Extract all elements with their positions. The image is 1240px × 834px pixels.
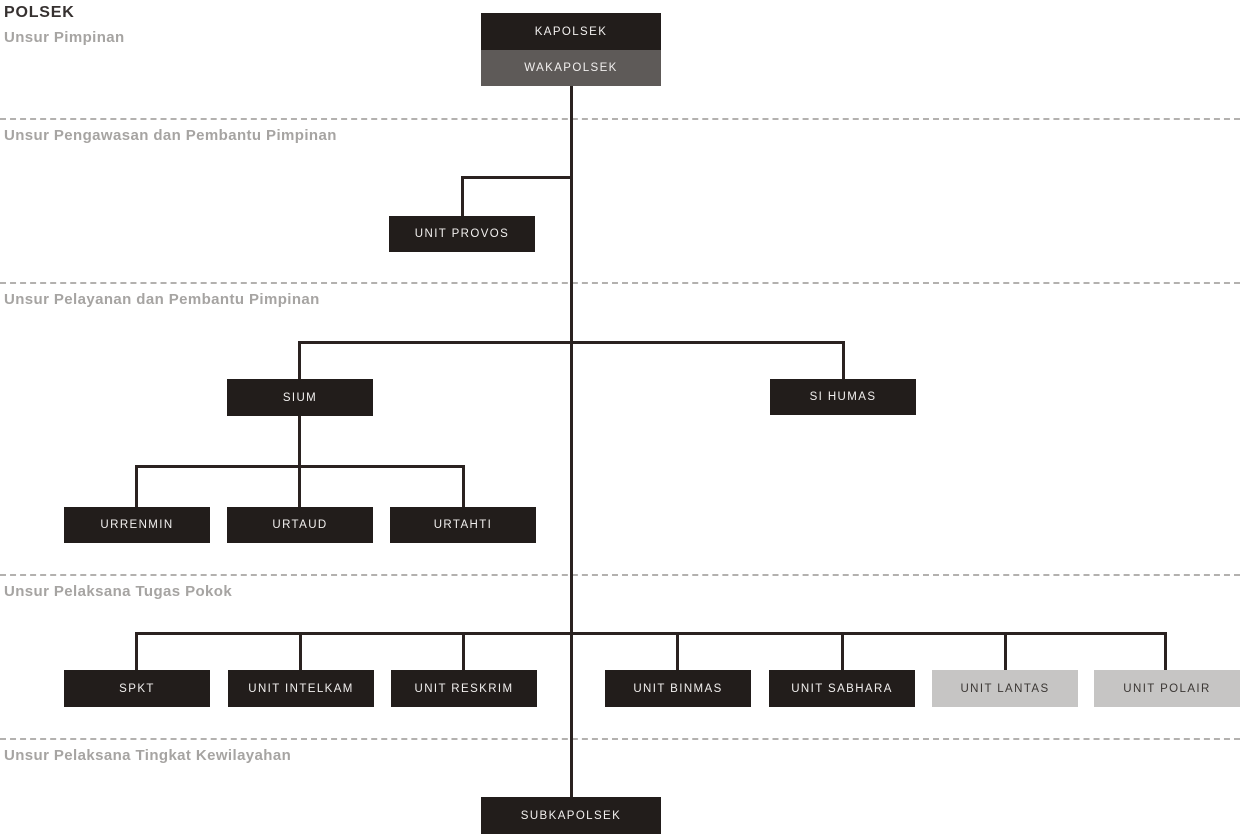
section-header-unsur-pelaksana-kewilayahan: Unsur Pelaksana Tingkat Kewilayahan xyxy=(4,747,292,764)
section-divider-2 xyxy=(0,282,1240,284)
connector-sabhara-drop xyxy=(841,632,844,670)
section-divider-3 xyxy=(0,574,1240,576)
connector-polair-drop xyxy=(1164,632,1167,670)
connector-sihumas-drop xyxy=(842,341,845,379)
connector-spkt-drop xyxy=(135,632,138,670)
node-unit-polair: UNIT POLAIR xyxy=(1094,670,1240,707)
node-unit-sabhara: UNIT SABHARA xyxy=(769,670,915,707)
section-header-unsur-pelaksana-tugas-pokok: Unsur Pelaksana Tugas Pokok xyxy=(4,583,233,600)
node-spkt: SPKT xyxy=(64,670,210,707)
connector-reskrim-drop xyxy=(462,632,465,670)
section-header-unsur-pengawasan: Unsur Pengawasan dan Pembantu Pimpinan xyxy=(4,127,337,144)
connector-urtaud-drop xyxy=(298,465,301,507)
node-unit-reskrim: UNIT RESKRIM xyxy=(391,670,537,707)
connector-sium-drop xyxy=(298,341,301,379)
connector-urtahti-drop xyxy=(462,465,465,507)
connector-provos-drop xyxy=(461,176,464,216)
node-urrenmin: URRENMIN xyxy=(64,507,210,543)
connector-row4-h xyxy=(135,632,1167,635)
section-divider-1 xyxy=(0,118,1240,120)
node-unit-intelkam: UNIT INTELKAM xyxy=(228,670,374,707)
connector-row3-h xyxy=(298,341,845,344)
connector-intelkam-drop xyxy=(299,632,302,670)
connector-provos-h xyxy=(461,176,573,179)
connector-binmas-drop xyxy=(676,632,679,670)
section-header-unsur-pelayanan: Unsur Pelayanan dan Pembantu Pimpinan xyxy=(4,291,320,308)
page-title: POLSEK xyxy=(4,4,75,21)
connector-lantas-drop xyxy=(1004,632,1007,670)
node-unit-binmas: UNIT BINMAS xyxy=(605,670,751,707)
node-urtahti: URTAHTI xyxy=(390,507,536,543)
node-kapolsek: KAPOLSEK xyxy=(481,13,661,50)
node-subkapolsek: SUBKAPOLSEK xyxy=(481,797,661,834)
section-divider-4 xyxy=(0,738,1240,740)
node-unit-provos: UNIT PROVOS xyxy=(389,216,535,252)
node-sium: SIUM xyxy=(227,379,373,416)
connector-urrenmin-drop xyxy=(135,465,138,507)
node-urtaud: URTAUD xyxy=(227,507,373,543)
connector-trunk xyxy=(570,86,573,797)
node-wakapolsek: WAKAPOLSEK xyxy=(481,50,661,86)
connector-sium-down xyxy=(298,415,301,468)
node-si-humas: SI HUMAS xyxy=(770,379,916,415)
section-header-unsur-pimpinan: Unsur Pimpinan xyxy=(4,29,125,46)
node-unit-lantas: UNIT LANTAS xyxy=(932,670,1078,707)
